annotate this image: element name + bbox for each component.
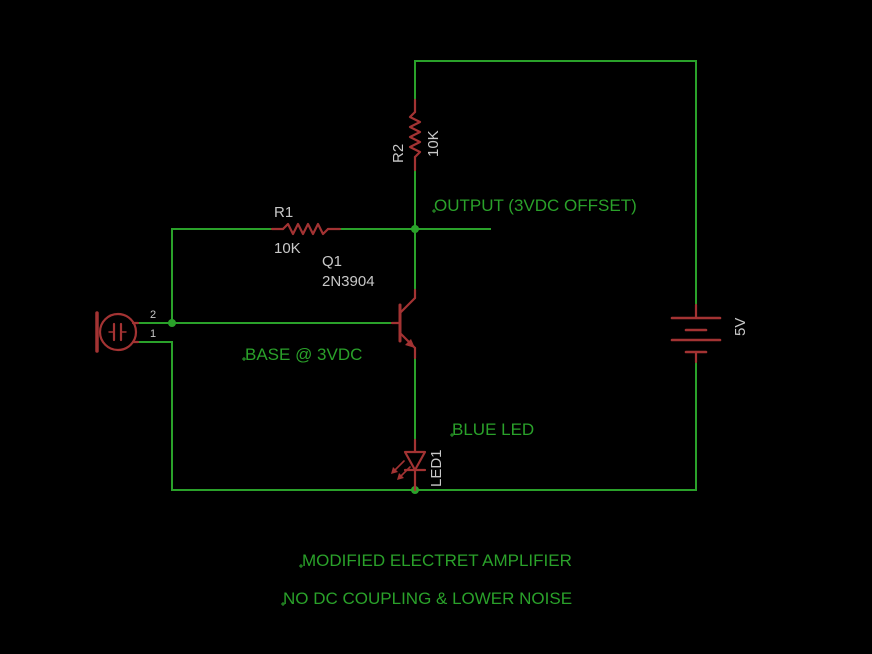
transistor-q1[interactable] [390, 288, 417, 360]
wires [137, 60, 697, 491]
r1-name-label: R1 [274, 204, 293, 221]
r1-value-label: 10K [274, 240, 301, 257]
q1-value-label: 2N3904 [322, 273, 375, 290]
r2-value-label: 10K [425, 130, 442, 157]
net-label-base: BASE @ 3VDC [242, 345, 362, 364]
light-emission-icon [391, 460, 411, 480]
net-label-output: OUTPUT (3VDC OFFSET) [432, 196, 637, 215]
emitter-arrow-icon [405, 339, 415, 348]
mic-pin-1-label: 1 [150, 328, 156, 340]
led-led1[interactable] [391, 438, 427, 492]
resistor-r2[interactable] [408, 98, 422, 172]
led1-name-label: LED1 [428, 449, 445, 487]
q1-name-label: Q1 [322, 253, 342, 270]
note-line-1: MODIFIED ELECTRET AMPLIFIER [302, 551, 572, 570]
battery-5v[interactable] [670, 303, 722, 364]
note-subtitle: NO DC COUPLING & LOWER NOISE [281, 589, 572, 608]
r2-name-label: R2 [390, 144, 407, 163]
junction-base [168, 319, 176, 327]
battery-value-label: 5V [732, 318, 749, 336]
junction-collector [411, 225, 419, 233]
net-label-blue-led: BLUE LED [450, 420, 534, 439]
resistor-r1[interactable] [270, 222, 342, 236]
base-net-label: BASE @ 3VDC [245, 345, 362, 364]
output-net-label: OUTPUT (3VDC OFFSET) [434, 196, 637, 215]
blue-led-net-label: BLUE LED [452, 420, 534, 439]
note-line-2: NO DC COUPLING & LOWER NOISE [283, 589, 572, 608]
note-title: MODIFIED ELECTRET AMPLIFIER [299, 551, 572, 570]
microphone-electret[interactable] [95, 311, 140, 353]
mic-pin-2-label: 2 [150, 309, 156, 321]
